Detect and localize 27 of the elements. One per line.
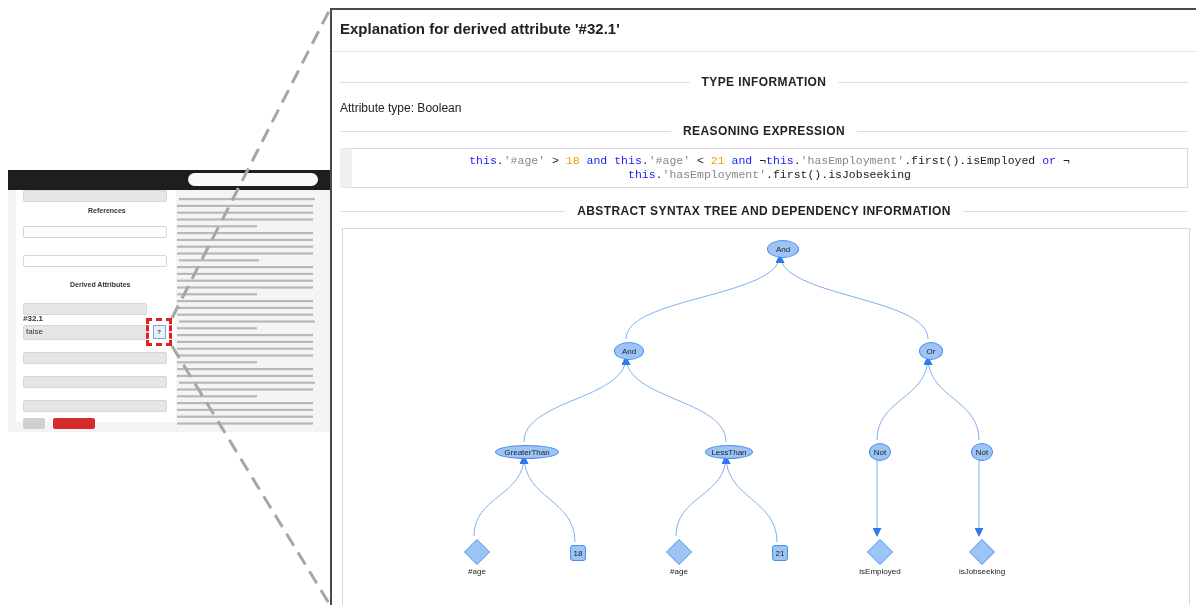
explanation-panel	[330, 8, 1196, 605]
zoom-line	[170, 345, 332, 605]
node-label: #age	[670, 567, 688, 576]
operator-node: Not	[971, 443, 993, 461]
section-heading: TYPE INFORMATION	[701, 75, 827, 89]
operator-node: Or	[919, 342, 943, 360]
section-heading: REASONING EXPRESSION	[683, 124, 845, 138]
section-heading: ABSTRACT SYNTAX TREE AND DEPENDENCY INFORMATION	[577, 204, 951, 218]
operator-node: And	[767, 240, 799, 258]
operator-node: GreaterThan	[495, 445, 559, 459]
node-label: #age	[468, 567, 486, 576]
field-value: false	[26, 327, 43, 336]
highlight-frame	[146, 318, 172, 346]
reasoning-expression: this.'#age' > 18 and this.'#age' < 21 and ¬this.'hasEmployment'.first().isEmployed or ¬ this.'hasEmployment'.first().isJobseeking	[468, 154, 1071, 182]
app-screenshot	[8, 170, 330, 432]
node-label: isJobseeking	[958, 567, 1006, 576]
zoom-line	[170, 8, 332, 319]
operator-node: And	[614, 342, 644, 360]
literal-node: 18	[570, 545, 586, 561]
node-label: isEmployed	[859, 567, 901, 576]
operator-node: LessThan	[705, 445, 753, 459]
panel-title: Explanation for derived attribute '#32.1'	[340, 20, 620, 37]
operator-node: Not	[869, 443, 891, 461]
syntax-tree-panel	[342, 228, 1190, 605]
attribute-type-text: Attribute type: Boolean	[340, 101, 462, 115]
literal-node: 21	[772, 545, 788, 561]
field-label: #32.1	[23, 314, 44, 323]
